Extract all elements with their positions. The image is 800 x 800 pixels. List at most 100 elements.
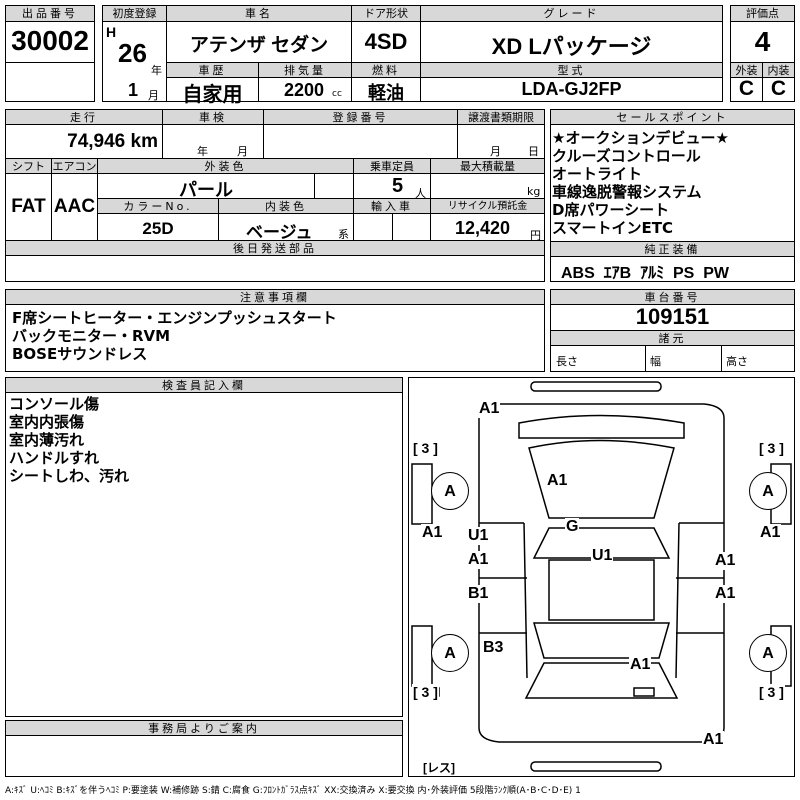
sales-point: 車線逸脱警報システム (552, 183, 702, 201)
shift-label: シフト (5, 158, 52, 174)
damage-mark: A1 (714, 552, 737, 570)
office-label: 事務局よりご案内 (5, 720, 403, 736)
inspector-label: 検査員記入欄 (5, 377, 403, 393)
inspection-label: 車検 (162, 109, 264, 125)
later-parts-field (5, 255, 545, 282)
ac-label: エアコン (51, 158, 98, 174)
history-label: 車歴 (166, 62, 259, 78)
capacity-label: 乗車定員 (353, 158, 431, 174)
tire-mark: [ 3 ] (758, 684, 785, 700)
int-grade: C (770, 77, 787, 100)
lot-number: 30002 (11, 25, 89, 56)
sales-point: ★オークションデビュー★ (552, 129, 729, 147)
ext-label: 外装 (730, 62, 763, 78)
month-unit: 月 (148, 89, 159, 102)
damage-mark: B3 (482, 639, 505, 657)
grade-label: グレード (420, 5, 723, 22)
wheel-rear-left: A (431, 634, 469, 672)
inspector-line: シートしわ、汚れ (9, 467, 130, 485)
interior-suffix: 系 (338, 228, 349, 241)
color-number: 25D (142, 219, 174, 238)
ins-month: 月 (237, 145, 248, 158)
wheel-front-left: A (431, 472, 469, 510)
chassis-number: 109151 (635, 304, 710, 329)
damage-mark: A1 (546, 472, 569, 490)
damage-mark: G (565, 518, 580, 536)
damage-mark: A1 (478, 400, 501, 418)
spec-label: 諸元 (550, 330, 795, 346)
load-label: 最大積載量 (430, 158, 545, 174)
reg-year: 26 (118, 38, 147, 68)
damage-mark: A1 (629, 656, 652, 674)
shift: FAT (11, 196, 46, 217)
interior-label: 内装色 (218, 198, 354, 214)
inspector-line: 室内内張傷 (9, 413, 85, 431)
disp-label: 排気量 (258, 62, 352, 78)
recycle-fee: 12,420 (455, 218, 511, 238)
sales-label: セールスポイント (550, 109, 795, 125)
inspector-line: コンソール傷 (9, 395, 100, 413)
reg-month: 1 (128, 80, 139, 100)
equip-label: 純正装備 (550, 241, 795, 257)
notes-label: 注意事項欄 (5, 289, 545, 305)
wheel-front-right: A (749, 472, 787, 510)
width-label: 幅 (650, 355, 661, 368)
damage-mark: A1 (714, 585, 737, 603)
regno-label: 登録番号 (263, 109, 458, 125)
load-unit: kg (527, 185, 541, 198)
recycle-label: リサイクル預託金 (430, 198, 545, 214)
car-diagram (408, 377, 795, 777)
grade: XD Lパッケージ (491, 34, 652, 59)
length-label: 長さ (556, 355, 578, 368)
exterior-color: パール (179, 180, 233, 200)
ext-grade: C (738, 77, 755, 100)
int-label: 内装 (762, 62, 795, 78)
damage-mark: A1 (467, 551, 490, 569)
damage-mark: A1 (421, 524, 444, 542)
tire-mark: [ 3 ] (758, 440, 785, 456)
name-label: 車名 (166, 5, 352, 22)
tr-month: 月 (490, 145, 501, 158)
sales-point: クルーズコントロール (552, 147, 701, 165)
reg-label: 初度登録 (102, 5, 167, 22)
office-field (5, 735, 403, 777)
tire-mark: [ 3 ] (412, 440, 439, 456)
legend: A:ｷｽﾞ U:ﾍｺﾐ B:ｷｽﾞを伴うﾍｺﾐ P:要塗装 W:補修跡 S:錆 … (5, 786, 581, 796)
height-label: 高さ (726, 355, 748, 368)
mileage-label: 走行 (5, 109, 163, 125)
car-name: アテンザ セダン (189, 35, 329, 56)
capacity-unit: 人 (415, 187, 426, 200)
color-label: 外装色 (97, 158, 354, 174)
recycle-unit: 円 (530, 229, 541, 242)
score: 4 (754, 26, 771, 57)
later-parts-label: 後日発送部品 (5, 240, 545, 256)
disp-unit: cc (332, 89, 342, 99)
score-label: 評価点 (730, 5, 795, 22)
interior-color: ベージュ (246, 223, 313, 242)
sales-point: オートライト (552, 165, 643, 183)
year-unit: 年 (151, 64, 162, 77)
displacement: 2200 (284, 80, 325, 100)
transfer-label: 譲渡書類期限 (457, 109, 545, 125)
model-label: 型式 (420, 62, 723, 78)
history: 自家用 (182, 84, 243, 106)
chassis-label: 車台番号 (550, 289, 795, 305)
damage-mark: A1 (759, 524, 782, 542)
inspector-line: 室内薄汚れ (9, 431, 85, 449)
ac: AAC (53, 196, 96, 217)
damage-mark: A1 (702, 731, 725, 749)
wheel-rear-right: A (749, 634, 787, 672)
tire-mark: [ 3 ] (412, 684, 439, 700)
door: 4SD (364, 29, 408, 54)
damage-mark: B1 (467, 585, 490, 603)
equipment: ABS ｴｱB ｱﾙﾐ PS PW (561, 265, 730, 282)
note-line: バックモニター・RVM (12, 327, 171, 345)
damage-mark: U1 (591, 547, 614, 565)
colorno-label: カラーNo. (97, 198, 219, 214)
model: LDA-GJ2FP (521, 79, 622, 99)
fuel-label: 燃料 (351, 62, 421, 78)
lot-label: 出品番号 (5, 5, 95, 22)
spare-tire-mark: [レス] (422, 759, 456, 776)
car-outline-icon (411, 381, 792, 772)
damage-mark: U1 (467, 527, 490, 545)
